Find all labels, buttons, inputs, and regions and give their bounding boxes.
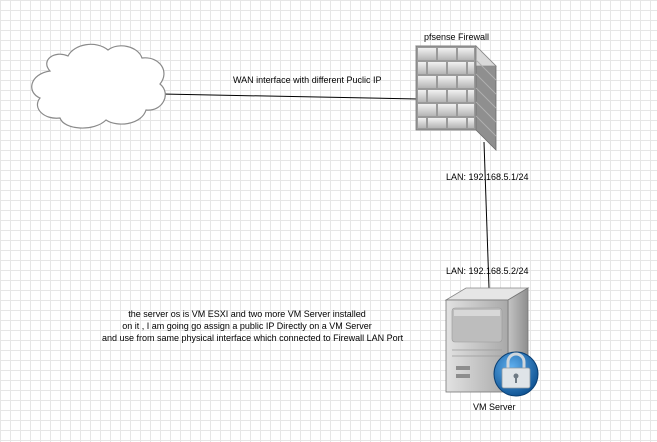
- wan-connector: [161, 93, 419, 100]
- wan-edge-label: WAN interface with different Puclic IP: [233, 75, 382, 85]
- note-line: and use from same physical interface whi…: [102, 333, 404, 343]
- note-text: the server os is VM ESXI and two more VM…: [102, 308, 404, 344]
- cloud-icon: [31, 43, 166, 129]
- lan-connector: [483, 141, 490, 289]
- lan-server-label: LAN: 192.168.5.2/24: [446, 266, 529, 276]
- firewall-label: pfsense Firewall: [424, 32, 490, 42]
- lock-icon: [493, 351, 539, 397]
- note-line: on it , I am going go assign a public IP…: [122, 321, 372, 331]
- server-label: VM Server: [473, 402, 516, 412]
- lan-firewall-label: LAN: 192.168.5.1/24: [446, 172, 529, 182]
- firewall-icon: [415, 45, 497, 151]
- note-line: the server os is VM ESXI and two more VM…: [128, 309, 366, 319]
